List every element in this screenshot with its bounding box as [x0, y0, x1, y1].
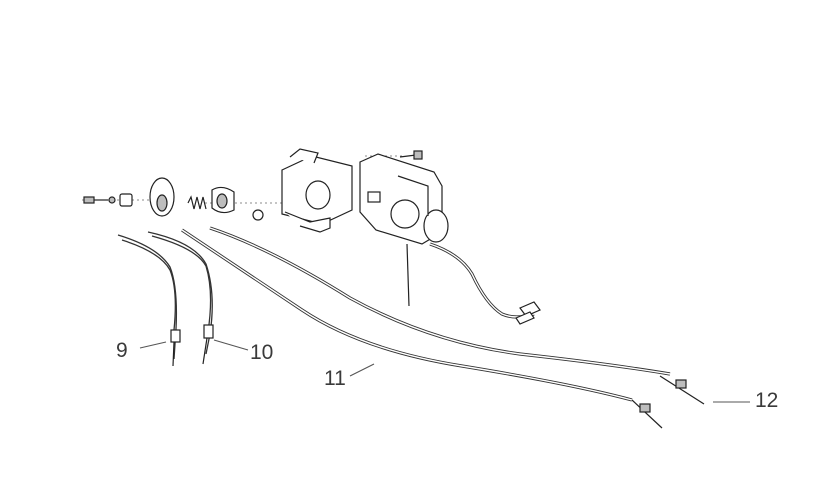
leader-line-10 [213, 339, 249, 351]
cable-10 [147, 231, 214, 365]
screw-part [82, 196, 150, 204]
pulley-part [149, 177, 175, 217]
bracket-part [281, 148, 353, 233]
callout-12: 12 [755, 389, 779, 412]
leader-line-11 [349, 363, 375, 377]
leader-line-9 [139, 341, 167, 349]
knob-part [252, 209, 264, 221]
spring-part [187, 195, 207, 210]
callout-10: 10 [250, 341, 274, 364]
bushing-part [205, 186, 290, 214]
cable-9 [117, 234, 181, 367]
actuator-wire [406, 242, 541, 325]
callout-9: 9 [116, 339, 128, 362]
cable-11 [181, 228, 663, 429]
callout-11: 11 [324, 367, 346, 390]
nut-part [108, 193, 133, 207]
actuator-body [359, 153, 449, 245]
cable-12 [209, 226, 705, 405]
